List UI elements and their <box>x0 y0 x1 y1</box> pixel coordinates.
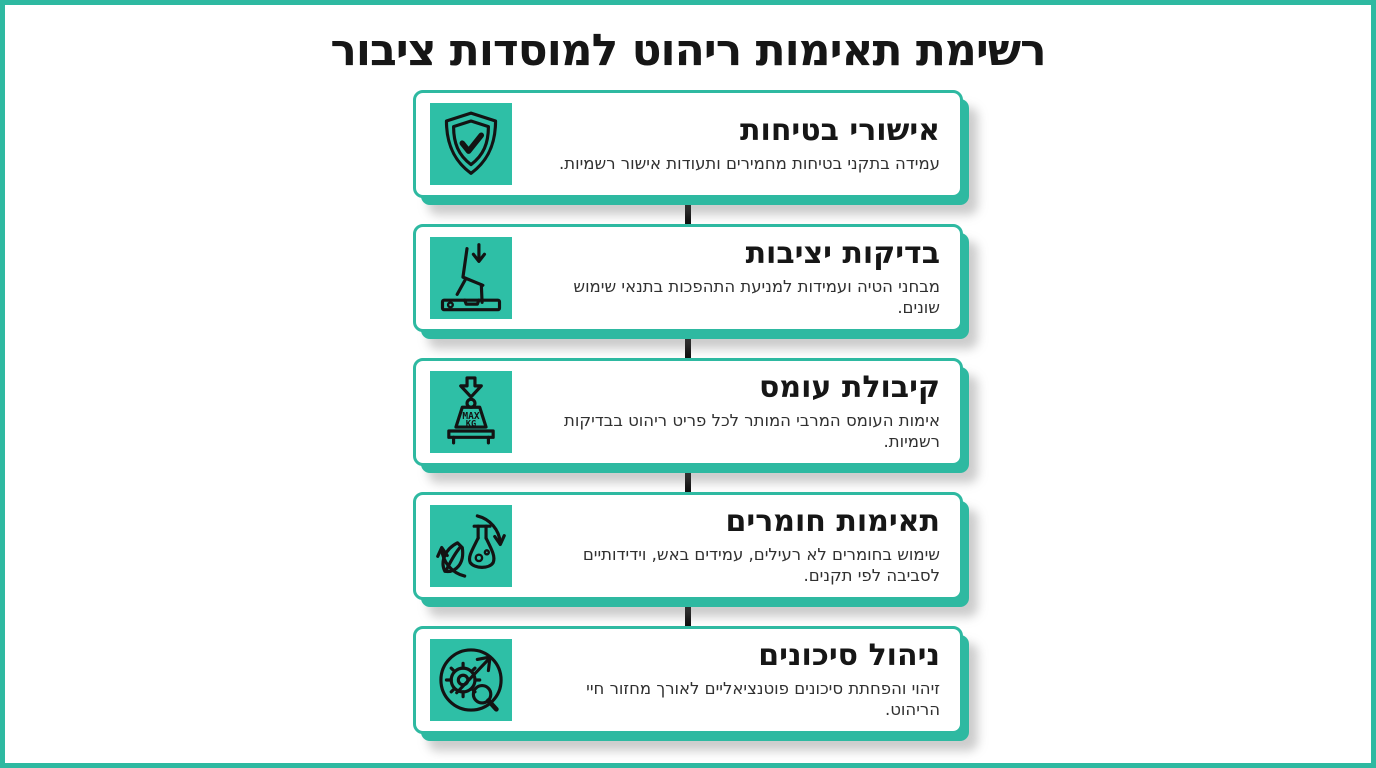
card-text: ניהול סיכונים זיהוי והפחתת סיכונים פוטנצ… <box>530 639 946 720</box>
card-title: קיבולת עומס <box>759 370 940 406</box>
card-title: בדיקות יציבות <box>745 236 940 272</box>
card-title: אישורי בטיחות <box>740 113 940 149</box>
svg-text:MAX: MAX <box>462 411 479 422</box>
card-title: ניהול סיכונים <box>758 638 940 674</box>
checklist-cards-column: אישורי בטיחות עמידה בתקני בטיחות מחמירים… <box>413 90 963 734</box>
card-risk-management: ניהול סיכונים זיהוי והפחתת סיכונים פוטנצ… <box>413 626 963 734</box>
max-weight-icon: MAX KG <box>430 371 512 453</box>
card-description: אימות העומס המרבי המותר לכל פריט ריהוט ב… <box>564 410 940 452</box>
eco-materials-icon <box>430 505 512 587</box>
card-stability-tests: בדיקות יציבות מבחני הטיה ועמידות למניעת … <box>413 224 963 332</box>
chair-stability-icon <box>430 237 512 319</box>
card-description: מבחני הטיה ועמידות למניעת התהפכות בתנאי … <box>573 276 940 318</box>
card-text: קיבולת עומס אימות העומס המרבי המותר לכל … <box>530 371 946 452</box>
card-text: תאימות חומרים שימוש בחומרים לא רעילים, ע… <box>530 505 946 586</box>
card-text: אישורי בטיחות עמידה בתקני בטיחות מחמירים… <box>530 114 946 174</box>
card-text: בדיקות יציבות מבחני הטיה ועמידות למניעת … <box>530 237 946 318</box>
card-description: עמידה בתקני בטיחות מחמירים ותעודות אישור… <box>559 153 940 173</box>
card-description: זיהוי והפחתת סיכונים פוטנציאליים לאורך מ… <box>586 678 940 720</box>
card-title: תאימות חומרים <box>725 504 940 540</box>
card-description: שימוש בחומרים לא רעילים, עמידים באש, ויד… <box>582 544 940 586</box>
page-title: רשימת תאימות ריהוט למוסדות ציבור <box>330 25 1046 76</box>
card-safety-certifications: אישורי בטיחות עמידה בתקני בטיחות מחמירים… <box>413 90 963 198</box>
card-load-capacity: MAX KG קיבולת עומס אימות העומס המרבי המו… <box>413 358 963 466</box>
svg-text:KG: KG <box>466 419 476 429</box>
risk-analysis-icon <box>430 639 512 721</box>
shield-check-icon <box>430 103 512 185</box>
card-material-compliance: תאימות חומרים שימוש בחומרים לא רעילים, ע… <box>413 492 963 600</box>
